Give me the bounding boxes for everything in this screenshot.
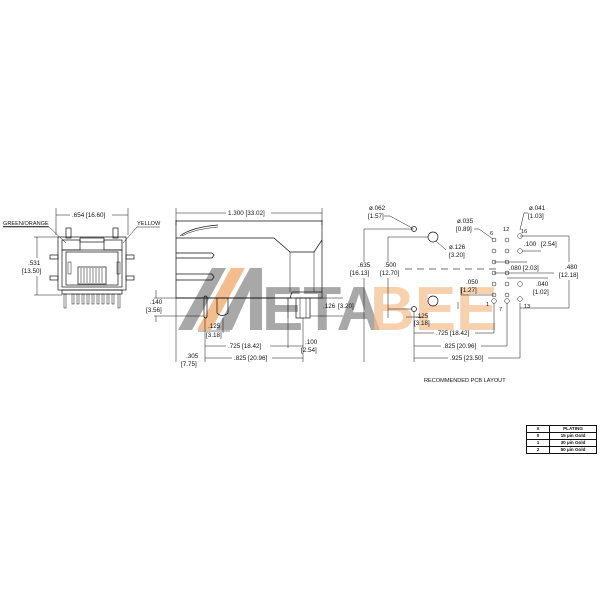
standoff-dim-in: .140	[150, 299, 163, 306]
table-cell-x: 2	[526, 446, 550, 454]
hole-041-dim-mm: [1.03]	[528, 213, 544, 220]
hole-126-dim-mm: [3.20]	[449, 252, 465, 259]
dim-050-in: .050	[466, 279, 479, 286]
contact-pins	[80, 268, 103, 283]
front-height-dim-in: .531	[28, 260, 41, 267]
pin-label-7: 7	[499, 307, 502, 313]
pin-span-825: .825 [20.96]	[234, 355, 268, 362]
dim-125-in: .125	[416, 313, 429, 320]
table-row: 0 15 µin Gold	[526, 432, 597, 440]
dim-635-mm: [16.13]	[350, 270, 370, 277]
table-header-plating: PLATING	[549, 425, 597, 433]
plating-table: X PLATING 0 15 µin Gold 1 30 µin Gold 2 …	[526, 425, 597, 454]
dim-925: .925 [23.50]	[450, 355, 484, 362]
table-row: 1 30 µin Gold	[526, 439, 597, 447]
pitch-dim-mm: [2.54]	[301, 347, 317, 354]
side-view: 1.300 [33.02] .140 [3.56] .1	[146, 208, 354, 368]
hole-062-dim-mm: [1.57]	[368, 213, 384, 220]
pin-label-1: 1	[486, 302, 489, 308]
tail-dim-mm: [3.20]	[338, 303, 354, 310]
dim-040-mm: [1.02]	[533, 289, 549, 296]
dim-480-mm: [12.18]	[559, 272, 579, 279]
pcb-layout: ø.062 [1.57] ø.126 [3.20] .635 [16.13] .…	[350, 205, 579, 384]
hole-035-dim-in: ø.035	[457, 218, 474, 225]
side-length-dim: 1.300 [33.02]	[228, 210, 265, 217]
pin-span-725: .725 [18.42]	[228, 343, 262, 350]
pin-label-16: 16	[521, 229, 527, 235]
pcb-layout-title: RECOMMENDED PCB LAYOUT	[424, 378, 506, 384]
peg-dim-mm: [3.18]	[206, 332, 222, 339]
dim-100-mm: [2.54]	[541, 241, 557, 248]
table-cell-plating: 15 µin Gold	[549, 432, 597, 440]
dim-725: .725 [18.42]	[436, 330, 470, 337]
led-label-green-orange: GREEN/ORANGE	[3, 221, 49, 227]
dim-500-mm: [12.70]	[380, 270, 400, 277]
dim-100: .100	[524, 241, 537, 248]
dim-480-in: .480	[565, 264, 578, 271]
front-pcb-tails	[61, 289, 123, 309]
watermark-text-b: BEE	[370, 275, 497, 344]
dim-050-mm: [1.27]	[461, 287, 477, 294]
pin-label-13: 13	[524, 304, 530, 310]
mount-hole-large-top	[427, 231, 439, 243]
front-height-dim-mm: [13.50]	[22, 268, 42, 275]
front-offset-in: .305	[186, 353, 199, 360]
table-cell-x: 1	[526, 439, 550, 447]
standoff-dim-mm: [3.56]	[146, 307, 162, 314]
dim-080: .080 [2.03]	[509, 265, 539, 272]
dim-825: .825 [20.96]	[443, 343, 477, 350]
table-header-row: X PLATING	[526, 425, 597, 433]
dim-040-in: .040	[536, 281, 549, 288]
led-label-yellow: YELLOW	[137, 221, 161, 227]
hole-126-dim-in: ø.126	[449, 244, 466, 251]
pin-label-12: 12	[503, 227, 509, 233]
dim-500-in: .500	[384, 262, 397, 269]
mount-hole-large-bottom	[427, 295, 439, 307]
tail-dim-in: .126	[323, 303, 336, 310]
hole-035-dim-mm: [0.89]	[456, 226, 472, 233]
table-cell-plating: 50 µin Gold	[549, 446, 597, 454]
front-view: .654 [16.60] GREEN/ORANGE YELLOW	[3, 208, 161, 309]
pitch-dim-in: .100	[305, 339, 318, 346]
table-header-x: X	[526, 425, 550, 433]
peg-dim-in: .125	[208, 323, 221, 330]
table-row: 2 50 µin Gold	[526, 446, 597, 454]
table-cell-x: 0	[526, 432, 550, 440]
table-cell-plating: 30 µin Gold	[549, 439, 597, 447]
dim-635-in: .635	[358, 262, 371, 269]
front-offset-mm: [7.75]	[181, 361, 197, 368]
dim-125-mm: [3.18]	[414, 320, 430, 327]
pin-label-6: 6	[490, 231, 493, 237]
front-width-dim: .654 [16.60]	[72, 212, 106, 219]
hole-041-dim-in: ø.041	[529, 205, 546, 212]
hole-062-dim-in: ø.062	[369, 205, 386, 212]
